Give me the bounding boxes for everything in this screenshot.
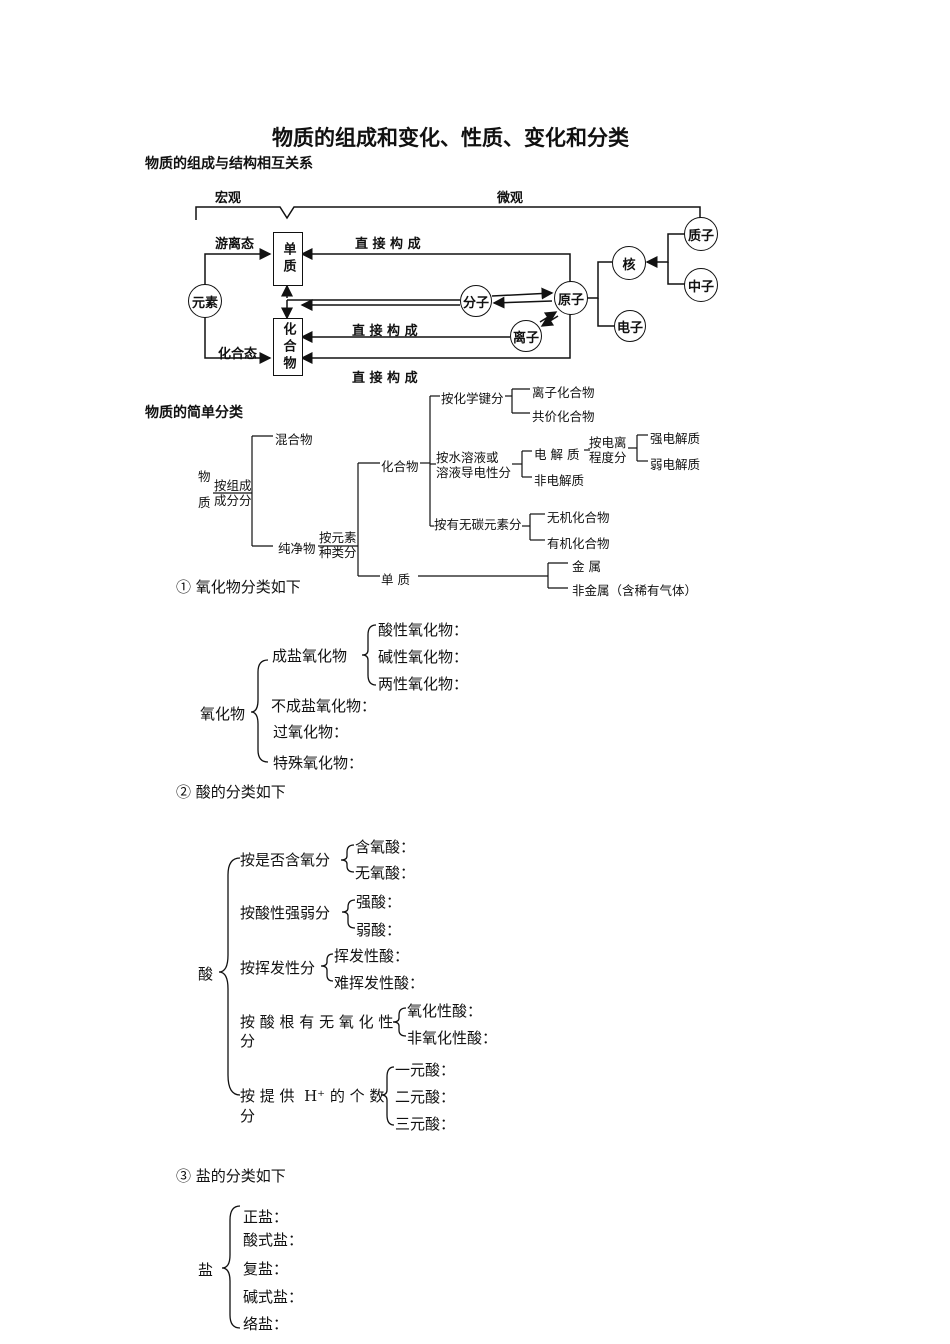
compound-class-label: 化合物	[381, 459, 419, 474]
metal-label: 金 属	[572, 559, 601, 574]
nonoxidizing-acid-label: 非氧化性酸：	[407, 1029, 498, 1047]
ionic-compound-label: 离子化合物	[532, 385, 595, 400]
neutron-node: 中子	[684, 268, 718, 302]
basic-salt-label: 碱式盐：	[243, 1288, 304, 1306]
acid-caption: ② 酸的分类如下	[176, 783, 286, 801]
pure-label: 纯净物	[278, 541, 316, 556]
complex-salt-label: 络盐：	[243, 1315, 289, 1333]
micro-label: 微观	[497, 191, 524, 206]
organic-label: 有机化合物	[547, 536, 610, 551]
amphoteric-oxide-label: 两性氧化物：	[378, 675, 469, 693]
strong-acid-label: 强酸：	[356, 893, 402, 911]
covalent-compound-label: 共价化合物	[532, 409, 595, 424]
nonvolatile-acid-label: 难挥发性酸：	[334, 974, 425, 992]
salt-root-label: 盐	[198, 1261, 214, 1279]
combined-state-label: 化合态	[218, 347, 258, 362]
free-state-label: 游离态	[215, 237, 255, 252]
by-ionization-label: 按电离 程度分	[589, 435, 627, 465]
simple-substance-node: 单质	[273, 232, 303, 286]
compound-node: 化合物	[273, 318, 303, 376]
diprotic-acid-label: 二元酸：	[395, 1088, 456, 1106]
macro-label: 宏观	[215, 191, 242, 206]
monoprotic-acid-label: 一元酸：	[395, 1061, 456, 1079]
ion-node: 离子	[510, 320, 542, 352]
by-carbon-label: 按有无碳元素分	[434, 517, 522, 532]
nonelectrolyte-label: 非电解质	[534, 473, 585, 488]
direct-compose-label-3: 直 接 构 成	[352, 371, 418, 386]
salt-caption: ③ 盐的分类如下	[176, 1167, 286, 1185]
page-title: 物质的组成和变化、性质、变化和分类	[272, 126, 629, 150]
section-heading-classification: 物质的简单分类	[145, 405, 243, 421]
acid-root-label: 酸	[198, 965, 214, 983]
oxidizing-acid-label: 氧化性酸：	[407, 1002, 483, 1020]
non-oxy-acid-label: 无氧酸：	[355, 864, 416, 882]
nucleus-node: 核	[612, 246, 646, 280]
atom-node: 原子	[554, 281, 588, 315]
normal-salt-label: 正盐：	[243, 1208, 289, 1226]
electrolyte-label: 电 解 质	[534, 447, 580, 462]
by-composition-label: 按组成 成分分	[214, 478, 252, 508]
by-strength-label: 按酸性强弱分	[240, 904, 331, 922]
by-element-label: 按元素 种类分	[319, 530, 357, 560]
proton-node: 质子	[684, 217, 718, 251]
oxy-acid-label: 含氧酸：	[355, 838, 416, 856]
peroxide-label: 过氧化物：	[273, 723, 349, 741]
special-oxide-label: 特殊氧化物：	[273, 754, 364, 772]
by-oxygen-label: 按是否含氧分	[240, 851, 331, 869]
direct-compose-label-1: 直 接 构 成	[355, 237, 421, 252]
by-h-count-label: 按 提 供 H⁺ 的 个 数 分	[240, 1087, 385, 1125]
volatile-acid-label: 挥发性酸：	[334, 947, 410, 965]
by-oxidizing-label: 按 酸 根 有 无 氧 化 性 分	[240, 1013, 394, 1050]
double-salt-label: 复盐：	[243, 1260, 289, 1278]
basic-oxide-label: 碱性氧化物：	[378, 648, 469, 666]
acid-salt-label: 酸式盐：	[243, 1231, 304, 1249]
substance-label: 物 质	[198, 469, 211, 510]
triprotic-acid-label: 三元酸：	[395, 1115, 456, 1133]
nonmetal-label: 非金属（含稀有气体）	[572, 583, 698, 598]
electron-node: 电子	[614, 310, 646, 342]
by-bond-label: 按化学键分	[441, 391, 504, 406]
strong-electrolyte-label: 强电解质	[650, 431, 701, 446]
molecule-node: 分子	[460, 285, 492, 317]
by-volatility-label: 按挥发性分	[240, 959, 316, 977]
oxide-caption: ① 氧化物分类如下	[176, 578, 301, 596]
mixture-label: 混合物	[275, 432, 313, 447]
element-node: 元素	[188, 284, 222, 318]
direct-compose-label-2: 直 接 构 成	[352, 324, 418, 339]
weak-electrolyte-label: 弱电解质	[650, 457, 701, 472]
simple-class-label: 单 质	[381, 572, 410, 587]
inorganic-label: 无机化合物	[547, 510, 610, 525]
non-salt-oxide-label: 不成盐氧化物：	[271, 697, 377, 715]
oxide-root-label: 氧化物	[200, 705, 246, 723]
section-heading-structure: 物质的组成与结构相互关系	[145, 156, 313, 172]
by-solution-label: 按水溶液或 溶液导电性分	[436, 450, 512, 480]
weak-acid-label: 弱酸：	[356, 921, 402, 939]
salt-forming-oxide-label: 成盐氧化物	[272, 647, 348, 665]
acidic-oxide-label: 酸性氧化物：	[378, 621, 469, 639]
